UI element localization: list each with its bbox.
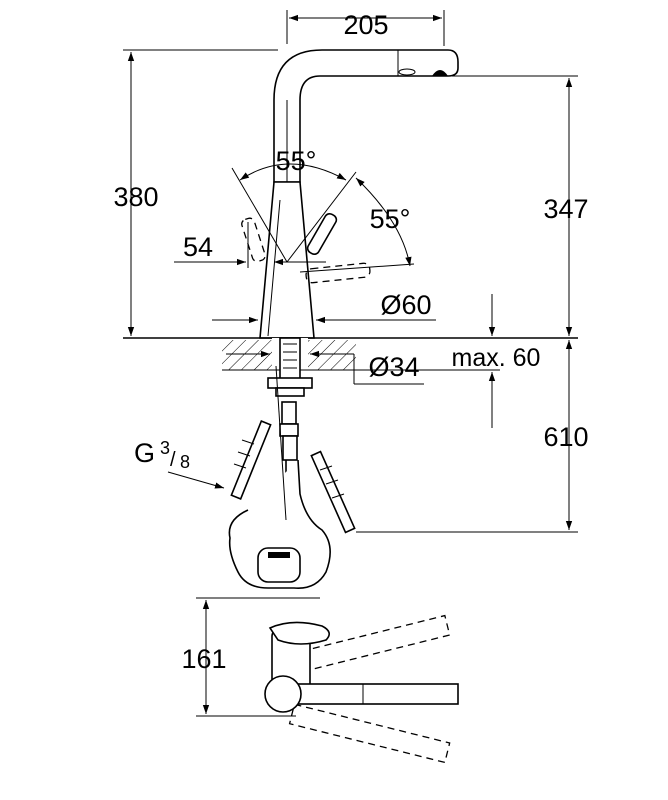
- lever-handle: [306, 212, 338, 256]
- spout-swivel-right: [288, 703, 451, 764]
- countertop-section: [222, 337, 356, 397]
- label-thread-g: G: [134, 438, 155, 468]
- faucet-body: [259, 181, 315, 339]
- label-205: 205: [343, 10, 388, 40]
- mounting-nut: [267, 377, 313, 389]
- hose-connector: [281, 401, 297, 425]
- top-base-ring: [264, 675, 302, 713]
- angle-arc-top: [239, 163, 347, 181]
- angle-ref-left: [231, 167, 288, 263]
- supply-hose-right: [310, 450, 356, 534]
- supply-hose-left: [230, 419, 272, 501]
- top-lever: [268, 621, 330, 645]
- dimension-lines: [123, 10, 578, 717]
- spout-outline: [273, 49, 459, 183]
- label-347: 347: [543, 194, 588, 224]
- spray-head-band: [268, 552, 290, 558]
- label-diam-34: Ø34: [368, 352, 419, 382]
- faucet-side-view: [241, 49, 459, 339]
- lever-rotated-position: [241, 217, 266, 263]
- spray-button: [398, 68, 416, 76]
- label-thread-numerator: 3: [160, 438, 170, 458]
- label-thread-denominator: 8: [180, 452, 190, 472]
- lever-spray-position: [305, 262, 371, 284]
- label-380: 380: [113, 182, 158, 212]
- top-spout: [291, 683, 459, 705]
- hose-assembly: [228, 365, 356, 589]
- label-max-60: max. 60: [452, 344, 541, 372]
- angle-arc-spray: [355, 177, 412, 267]
- thread-leader: [167, 471, 225, 489]
- dimension-labels: 205 380 347 55° 55° 54 Ø60 Ø34 max. 60 6…: [113, 10, 588, 674]
- hose-fitting: [282, 435, 298, 461]
- hose-coupler: [279, 423, 299, 437]
- label-angle-top: 55°: [276, 146, 317, 176]
- label-610: 610: [543, 422, 588, 452]
- body-shade-line: [267, 199, 281, 337]
- label-angle-spray: 55°: [370, 204, 411, 234]
- label-diam-60: Ø60: [380, 290, 431, 320]
- angle-ref-right: [286, 171, 357, 263]
- faucet-top-view: [264, 614, 459, 764]
- label-54: 54: [183, 232, 213, 262]
- label-thread-slash: /: [170, 449, 176, 471]
- mounting-washer: [275, 387, 305, 397]
- aerator-outlet: [432, 70, 448, 76]
- label-161: 161: [181, 644, 226, 674]
